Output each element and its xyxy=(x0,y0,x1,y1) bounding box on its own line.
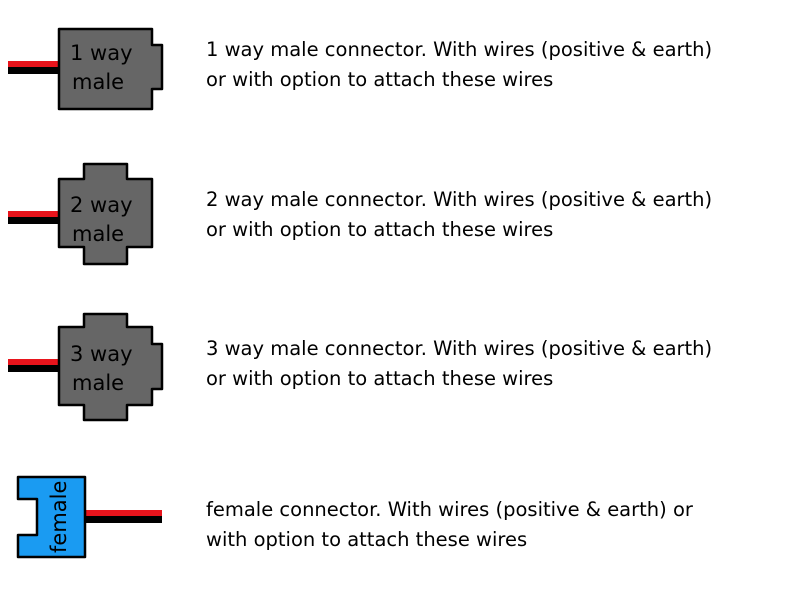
connector-label-line-1: 3 way xyxy=(70,342,133,366)
female-connector-body xyxy=(16,475,87,559)
connector-label-line-1: 1 way xyxy=(70,41,133,65)
male-connector-body xyxy=(57,27,164,111)
connector-label-line-2: male xyxy=(72,222,124,246)
connector-1-way-male: 1 way male xyxy=(8,27,164,111)
connector-description: 3 way male connector. With wires (positi… xyxy=(206,334,786,394)
wire-positive xyxy=(8,359,62,365)
wire-earth xyxy=(84,516,162,523)
wire-positive xyxy=(8,61,62,67)
male-connector-body xyxy=(57,162,154,266)
connector-2-way-male: 2 way male xyxy=(8,162,154,266)
connector-female: female xyxy=(16,475,162,559)
connector-description: 1 way male connector. With wires (positi… xyxy=(206,35,786,95)
description-line: female connector. With wires (positive &… xyxy=(206,498,693,521)
connector-3-way-male: 3 way male xyxy=(8,312,164,422)
wire-positive xyxy=(8,211,62,217)
connector-label-line-1: 2 way xyxy=(70,193,133,217)
wire-earth xyxy=(8,67,62,74)
wire-earth xyxy=(8,217,62,224)
description-line: 3 way male connector. With wires (positi… xyxy=(206,337,713,360)
wire-earth xyxy=(8,365,62,372)
description-line: or with option to attach these wires xyxy=(206,218,554,241)
description-line: with option to attach these wires xyxy=(206,528,528,551)
connector-label-line-2: male xyxy=(72,70,124,94)
description-line: or with option to attach these wires xyxy=(206,367,554,390)
male-connector-body xyxy=(57,312,164,422)
connector-description: 2 way male connector. With wires (positi… xyxy=(206,185,786,245)
description-line: 1 way male connector. With wires (positi… xyxy=(206,38,713,61)
connector-label-vertical: female xyxy=(47,481,71,553)
description-line: 2 way male connector. With wires (positi… xyxy=(206,188,713,211)
connector-description: female connector. With wires (positive &… xyxy=(206,495,786,555)
connector-label-line-2: male xyxy=(72,371,124,395)
wire-positive xyxy=(84,510,162,516)
description-line: or with option to attach these wires xyxy=(206,68,554,91)
